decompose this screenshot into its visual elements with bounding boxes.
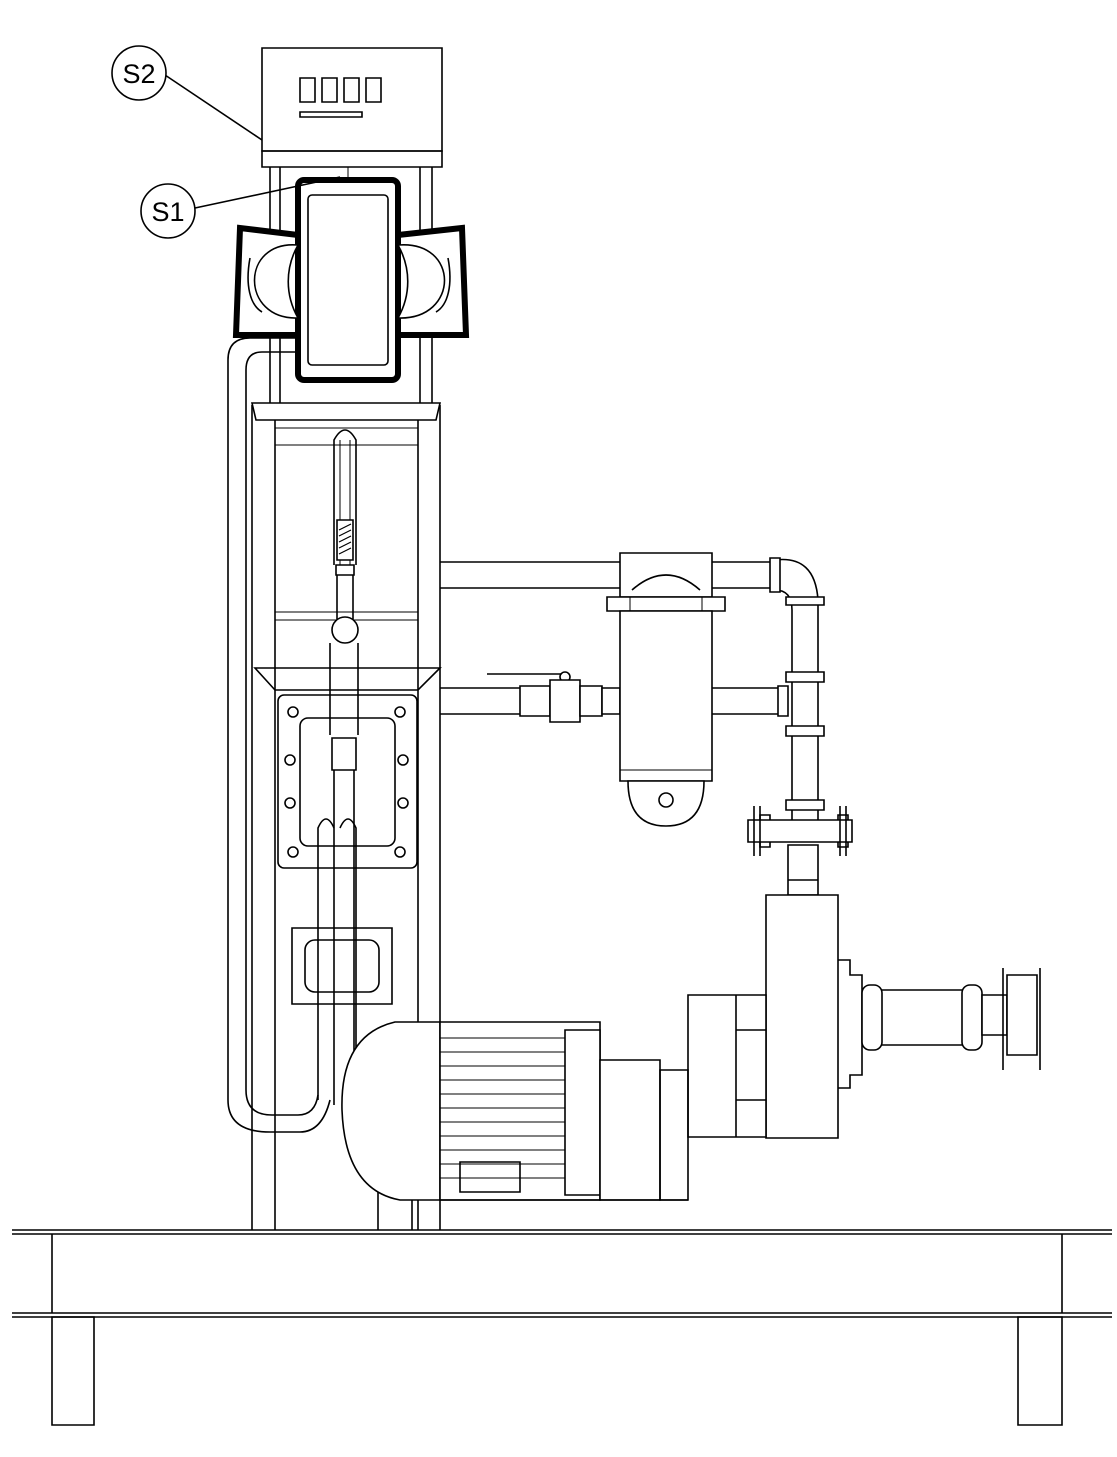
ball-valve-icon [487, 672, 620, 722]
sensor-body [298, 180, 398, 380]
callout-s1: S1 [141, 177, 340, 238]
flowmeter [236, 48, 466, 403]
callout-s2: S2 [112, 46, 262, 140]
callout-s1-label: S1 [151, 197, 184, 227]
base-leg-right [1018, 1317, 1062, 1425]
sight-glass-flange [278, 695, 417, 1004]
base-leg-left [52, 1317, 94, 1425]
base-frame [12, 1230, 1112, 1425]
centrifugal-pump-icon [688, 895, 1040, 1138]
flange-icon [748, 806, 852, 895]
bypass-pipe [228, 338, 330, 1132]
flowmeter-display-icon [262, 48, 442, 167]
strainer [607, 553, 725, 826]
callout-s2-label: S2 [122, 59, 155, 89]
inner-pipe [318, 430, 358, 1105]
piping [440, 558, 824, 820]
electric-motor-icon [342, 1022, 688, 1200]
